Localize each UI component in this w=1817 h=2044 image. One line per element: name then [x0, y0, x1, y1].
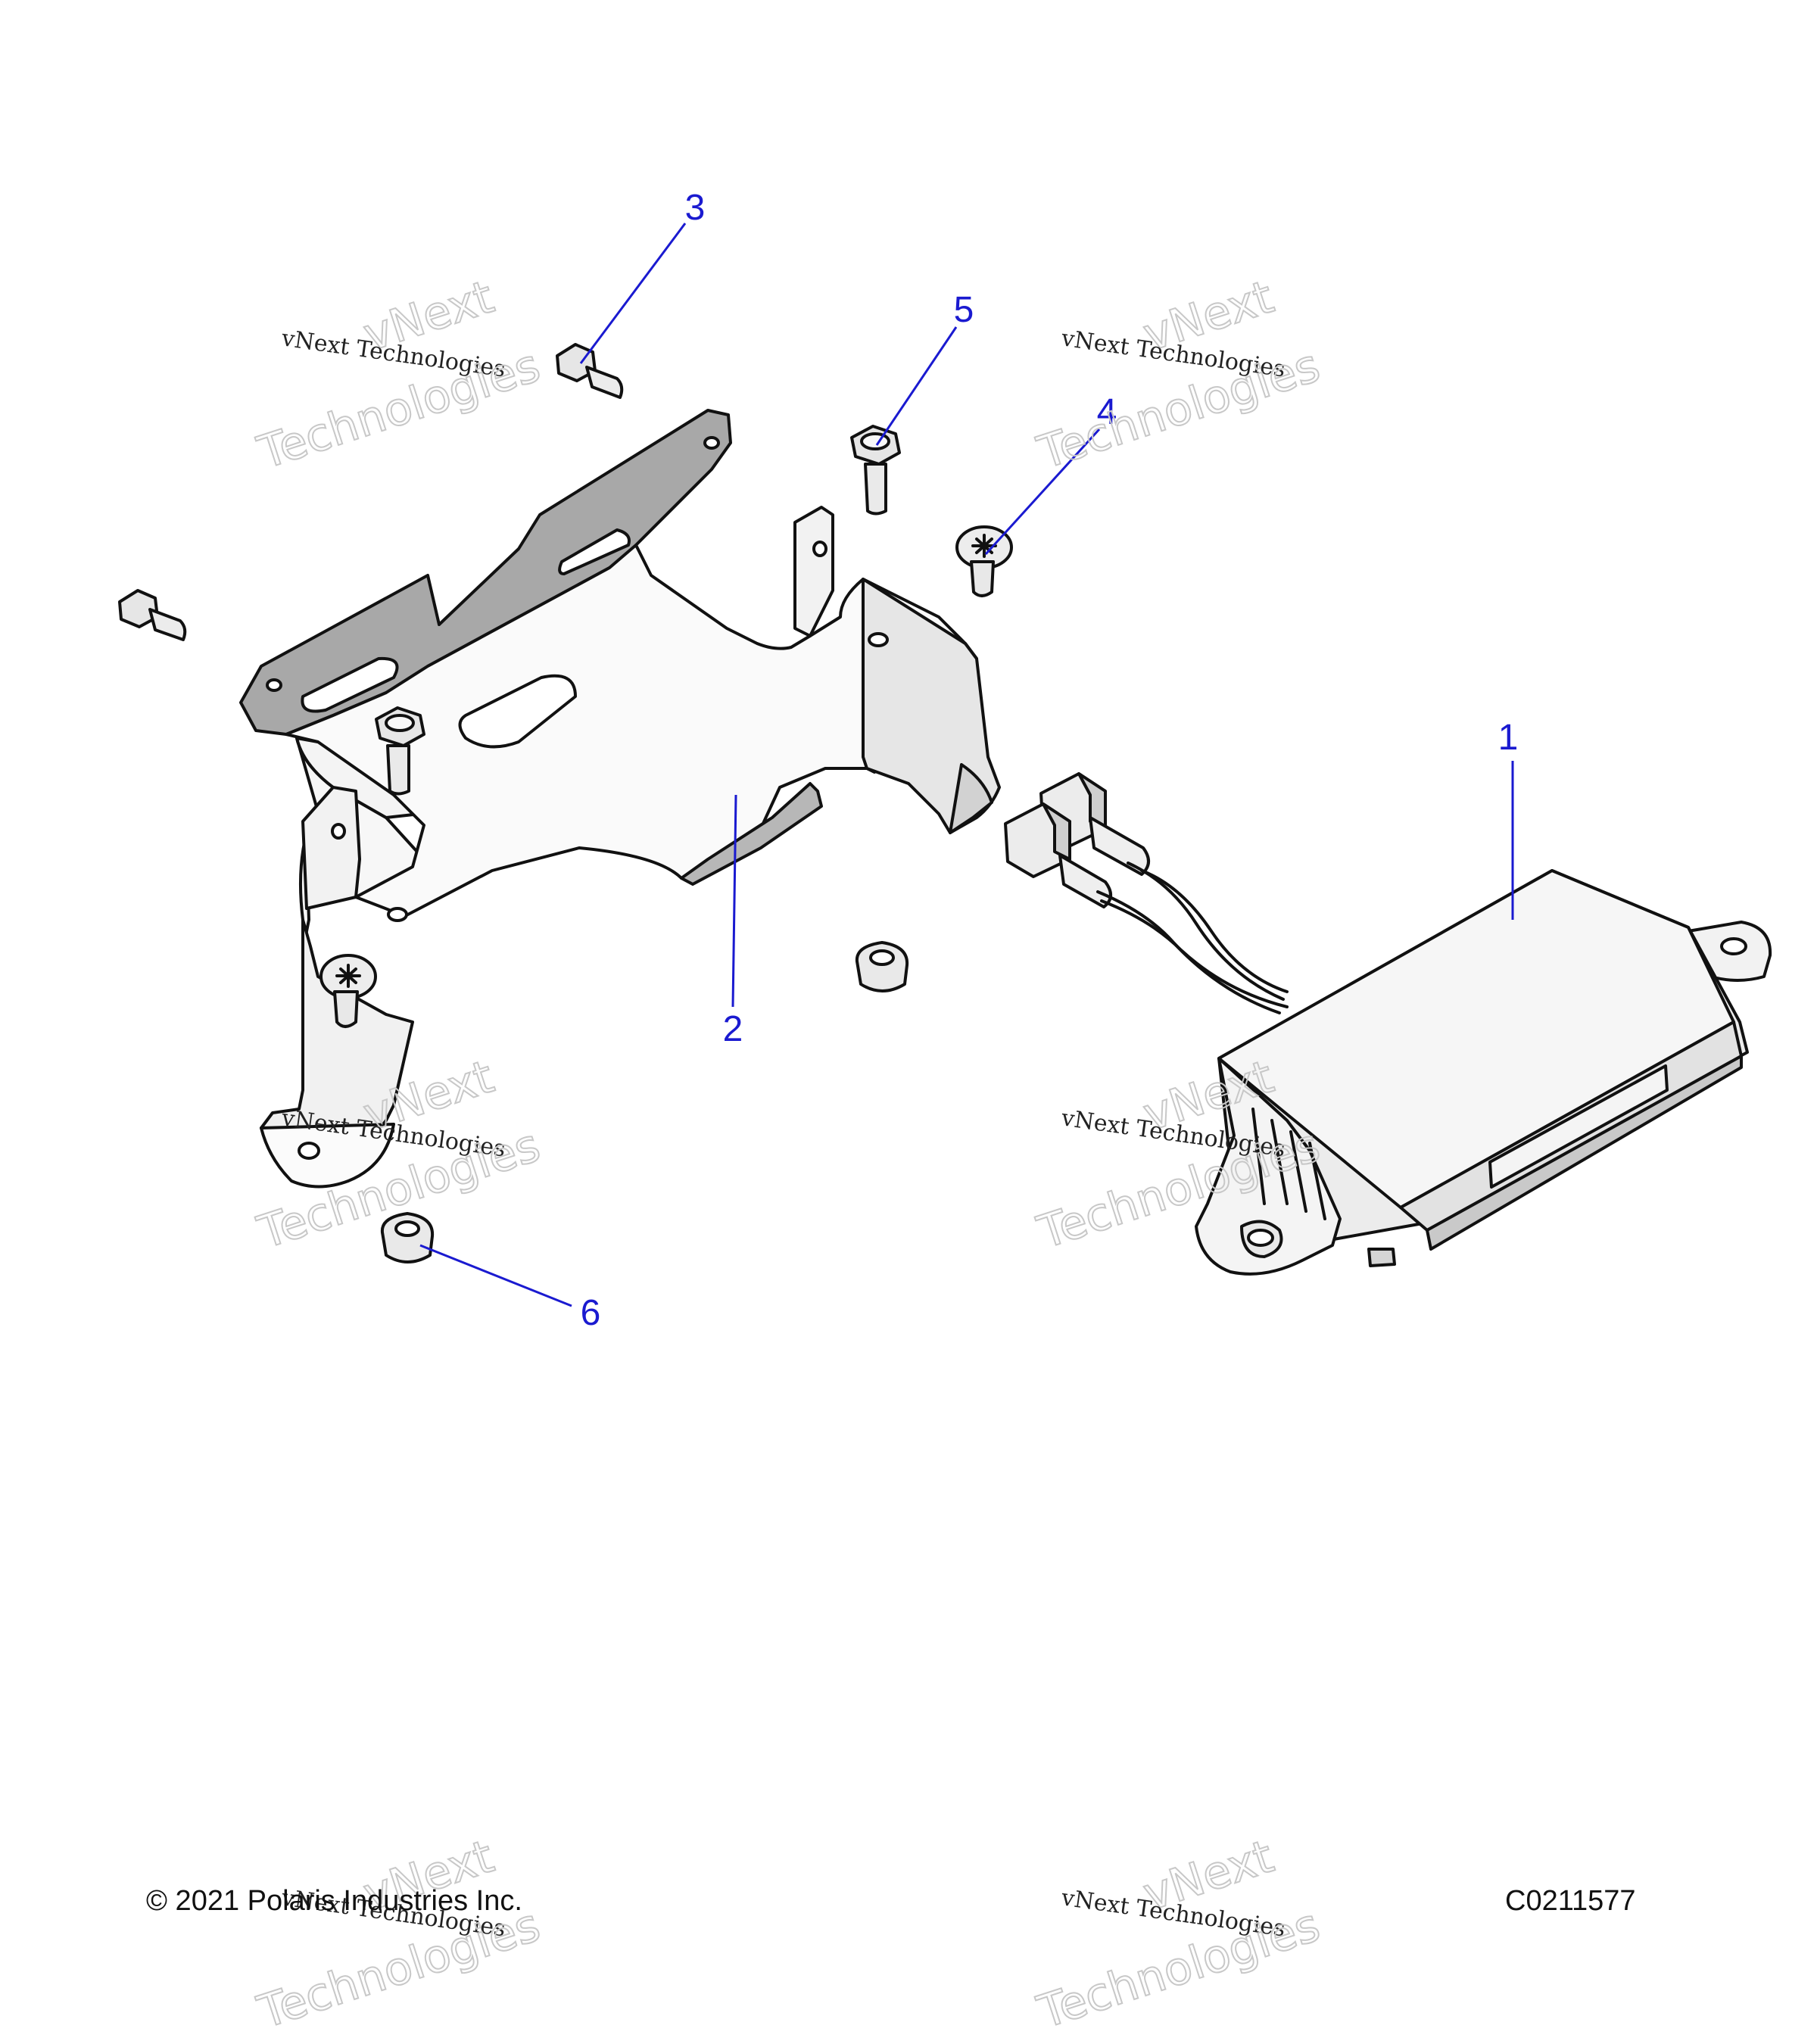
bolt-5	[850, 425, 901, 516]
watermark-5: vNext vNext Technologies Technologies	[251, 1829, 547, 2040]
callout-1: 1	[1498, 718, 1519, 758]
figure-code: C0211577	[1505, 1885, 1636, 1917]
callout-6: 6	[581, 1293, 601, 1333]
watermark-1: vNext vNext Technologies Technologies	[251, 270, 547, 481]
bolt-3	[556, 343, 624, 399]
leader-line-5	[875, 326, 958, 446]
callout-leaders	[419, 223, 1514, 1307]
watermark-6: vNext vNext Technologies Technologies	[1030, 1829, 1326, 2040]
leader-line-6	[419, 1244, 572, 1307]
callout-labels: 1 2 3 4 5 6	[581, 188, 1519, 1333]
callout-5: 5	[954, 290, 974, 330]
leader-line-3	[579, 223, 687, 364]
callout-2: 2	[723, 1009, 743, 1049]
watermarks: vNext vNext Technologies Technologies vN…	[251, 270, 1326, 2040]
callout-4: 4	[1097, 392, 1117, 432]
module-part	[1004, 772, 1772, 1276]
nut-6	[380, 1212, 435, 1263]
copyright-text: © 2021 Polaris Industries Inc.	[146, 1885, 522, 1917]
screw-4	[955, 525, 1013, 597]
bolt-left	[118, 589, 187, 641]
nut-center	[855, 941, 909, 992]
watermark-2: vNext vNext Technologies Technologies	[1030, 270, 1326, 481]
bracket-part	[239, 409, 1001, 1189]
leader-line-2	[731, 794, 737, 1008]
callout-3: 3	[685, 188, 706, 228]
leader-line-4	[984, 428, 1101, 556]
